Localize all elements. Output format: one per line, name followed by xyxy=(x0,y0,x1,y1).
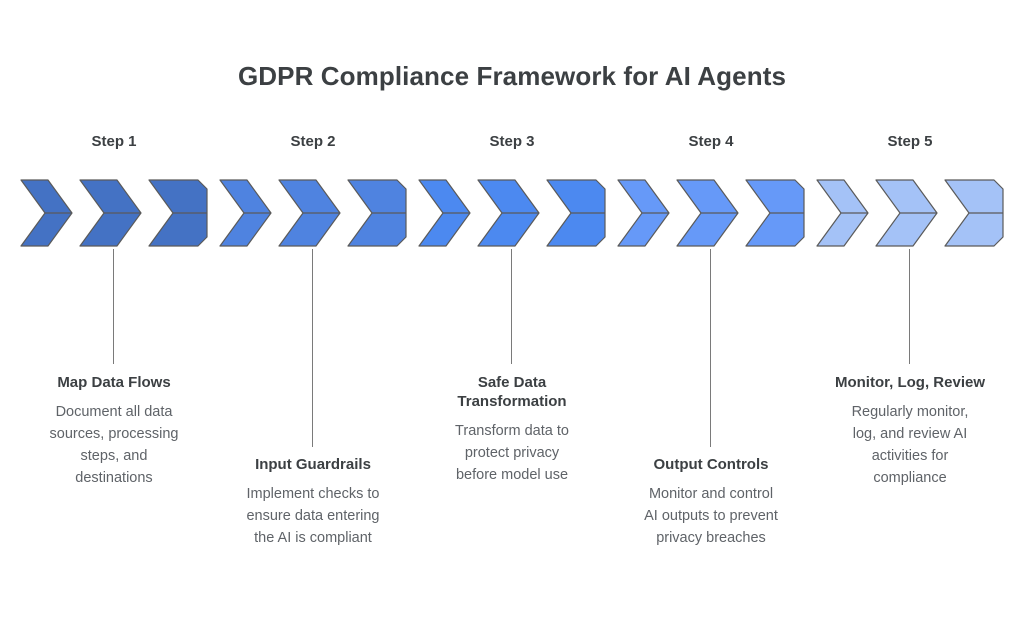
step-title-2: Input Guardrails xyxy=(255,456,371,473)
chevron-arrows-icon-2 xyxy=(219,179,407,247)
step-column-5: Step 5 Monitor, Log, Review Regularly mo… xyxy=(808,0,1012,626)
page-title: GDPR Compliance Framework for AI Agents xyxy=(237,61,787,91)
chevron-arrows-icon-1 xyxy=(20,179,208,247)
step-description-2: Implement checks to ensure data entering… xyxy=(246,486,380,546)
chevron-group-3[interactable] xyxy=(410,177,614,249)
step-text-block-5: Monitor, Log, Review Regularly monitor, … xyxy=(808,373,1012,489)
step-column-1: Step 1 Map Data Flows Document all data … xyxy=(12,0,216,626)
connector-line-4 xyxy=(710,249,711,447)
step-text-block-3: Safe Data Transformation Transform data … xyxy=(410,373,614,486)
connector-line-5 xyxy=(909,249,910,364)
chevron-group-2[interactable] xyxy=(211,177,415,249)
step-text-block-4: Output Controls Monitor and control AI o… xyxy=(609,455,813,549)
step-column-2: Step 2 Input Guardrails Implement checks… xyxy=(211,0,415,626)
step-column-3: Step 3 Safe Data Transformation Transfor… xyxy=(410,0,614,626)
chevron-group-5[interactable] xyxy=(808,177,1012,249)
chevron-group-1[interactable] xyxy=(12,177,216,249)
chevron-arrows-icon-3 xyxy=(418,179,606,247)
step-description-5: Regularly monitor, log, and review AI ac… xyxy=(851,404,969,486)
step-number-label-3: Step 3 xyxy=(489,133,535,150)
connector-line-3 xyxy=(511,249,512,364)
step-title-1: Map Data Flows xyxy=(57,374,171,391)
step-number-label-1: Step 1 xyxy=(91,133,137,150)
step-title-3: Safe Data Transformation xyxy=(457,374,567,410)
chevron-group-4[interactable] xyxy=(609,177,813,249)
step-description-1: Document all data sources, processing st… xyxy=(49,404,179,486)
connector-line-2 xyxy=(312,249,313,447)
step-number-label-2: Step 2 xyxy=(290,133,336,150)
chevron-arrows-icon-4 xyxy=(617,179,805,247)
chevron-arrows-icon-5 xyxy=(816,179,1004,247)
step-number-label-5: Step 5 xyxy=(887,133,933,150)
connector-line-1 xyxy=(113,249,114,364)
step-text-block-2: Input Guardrails Implement checks to ens… xyxy=(211,455,415,549)
step-number-label-4: Step 4 xyxy=(688,133,734,150)
step-title-4: Output Controls xyxy=(653,456,769,473)
step-title-5: Monitor, Log, Review xyxy=(834,374,985,391)
step-column-4: Step 4 Output Controls Monitor and contr… xyxy=(609,0,813,626)
step-description-3: Transform data to protect privacy before… xyxy=(455,423,569,483)
step-text-block-1: Map Data Flows Document all data sources… xyxy=(12,373,216,489)
step-description-4: Monitor and control AI outputs to preven… xyxy=(644,486,778,546)
